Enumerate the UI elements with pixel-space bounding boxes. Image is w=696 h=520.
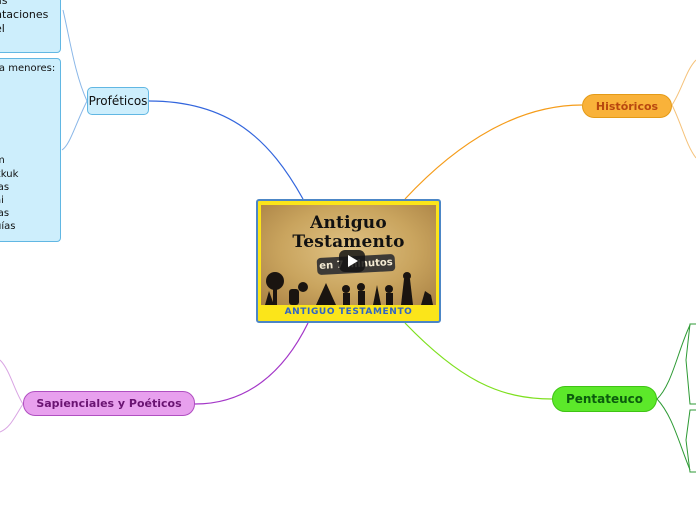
connector-sap-sub2 bbox=[0, 403, 24, 433]
connector-prof-mayores bbox=[62, 9, 88, 102]
box-line: as bbox=[0, 0, 8, 7]
profeticos-menores-box[interactable]: ta menores: s s m kkuk ías ai ías uías bbox=[0, 58, 61, 242]
node-profeticos[interactable]: Proféticos bbox=[87, 87, 149, 115]
thumbnail-title-line2: Testamento bbox=[292, 232, 405, 252]
connector-pent-sub1 bbox=[656, 324, 691, 400]
pentateuco-child-box-1 bbox=[685, 323, 696, 405]
play-icon[interactable] bbox=[339, 250, 365, 272]
node-historicos[interactable]: Históricos bbox=[582, 94, 672, 118]
central-topic-caption: ANTIGUO TESTAMENTO bbox=[284, 307, 413, 317]
pentateuco-child-box-2 bbox=[685, 409, 696, 473]
box-line bbox=[0, 88, 60, 101]
box-line bbox=[0, 141, 60, 154]
box-line: uías bbox=[0, 221, 16, 233]
box-line: ai bbox=[0, 194, 4, 206]
connector-historicos bbox=[404, 104, 583, 200]
biblical-figures-illustration bbox=[265, 272, 433, 305]
node-pentateuco[interactable]: Pentateuco bbox=[552, 386, 657, 412]
box-line: m bbox=[0, 154, 60, 167]
profeticos-mayores-box[interactable]: as ntaciones el bbox=[0, 0, 61, 53]
thumbnail-title-line1: Antiguo bbox=[310, 213, 387, 233]
box-line: kkuk bbox=[0, 168, 19, 180]
box-line: ías bbox=[0, 181, 10, 193]
box-line bbox=[0, 128, 60, 141]
box-line: ías bbox=[0, 208, 10, 220]
connector-prof-menores bbox=[61, 100, 88, 151]
box-line: s bbox=[0, 75, 60, 88]
video-thumbnail[interactable]: Antiguo Testamento en 7 minutos bbox=[261, 205, 436, 305]
box-line: ta menores: bbox=[0, 63, 56, 74]
connector-pent-sub2 bbox=[656, 398, 691, 471]
connector-pentateuco bbox=[404, 322, 553, 400]
connector-sap-sub1 bbox=[0, 359, 24, 405]
node-sapienciales[interactable]: Sapienciales y Poéticos bbox=[23, 391, 195, 416]
connector-profeticos bbox=[148, 100, 304, 200]
connector-hist-sub1 bbox=[671, 59, 696, 106]
box-line: el bbox=[0, 22, 5, 35]
connector-sapienciales bbox=[194, 322, 309, 405]
box-line bbox=[0, 102, 60, 115]
central-topic[interactable]: Antiguo Testamento en 7 minutos bbox=[256, 199, 441, 323]
connector-hist-sub2 bbox=[671, 104, 696, 159]
box-line: ntaciones bbox=[0, 8, 49, 21]
box-line: s bbox=[0, 115, 60, 128]
